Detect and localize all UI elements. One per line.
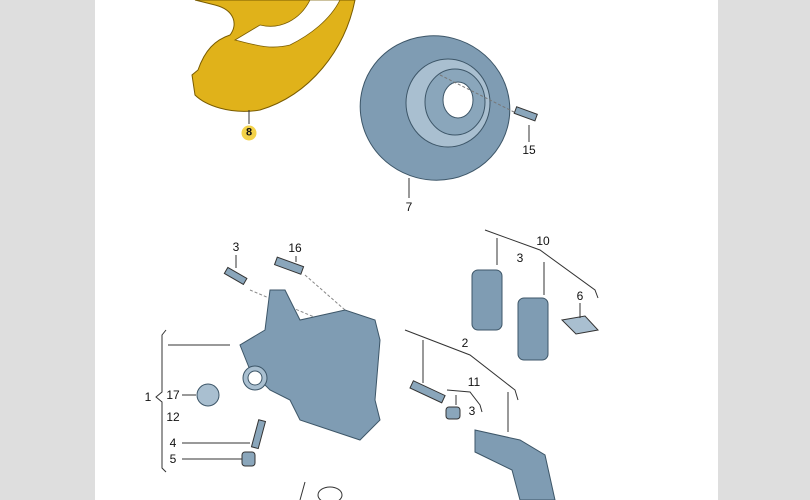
brake-carrier-part[interactable]	[474, 429, 556, 500]
bolt-16-part[interactable]	[273, 256, 305, 275]
guide-pin-part[interactable]	[409, 380, 446, 404]
bolt-15-part[interactable]	[513, 106, 538, 122]
callout-10[interactable]: 10	[536, 234, 550, 248]
callout-2[interactable]: 2	[461, 336, 469, 350]
callout-1[interactable]: 1	[144, 390, 152, 404]
callout-7[interactable]: 7	[405, 200, 413, 214]
brake-caliper-part[interactable]	[239, 289, 381, 441]
brake-pad-part[interactable]	[471, 269, 503, 331]
callout-4[interactable]: 4	[169, 436, 177, 450]
callout-6[interactable]: 6	[576, 289, 584, 303]
bolt-3-part[interactable]	[223, 266, 248, 286]
brake-pad-part[interactable]	[517, 297, 549, 361]
callout-3[interactable]: 3	[468, 404, 476, 418]
callout-16[interactable]: 16	[288, 241, 302, 255]
callout-15[interactable]: 15	[522, 143, 536, 157]
dust-shield-part[interactable]	[191, 0, 356, 112]
callout-5[interactable]: 5	[169, 452, 177, 466]
guide-bushing-part[interactable]	[445, 406, 461, 420]
callout-3[interactable]: 3	[232, 240, 240, 254]
anti-rattle-clip-part[interactable]	[560, 315, 599, 335]
callout-8[interactable]: 8	[241, 125, 257, 141]
callout-12[interactable]: 12	[166, 410, 180, 424]
brake-disc-part[interactable]	[344, 19, 526, 197]
dust-cap-part[interactable]	[241, 451, 256, 467]
spring-17-part[interactable]	[196, 383, 220, 407]
callout-11[interactable]: 11	[467, 375, 481, 389]
callout-3[interactable]: 3	[516, 251, 524, 265]
callout-17[interactable]: 17	[166, 388, 180, 402]
bleeder-valve-part[interactable]	[250, 419, 267, 450]
